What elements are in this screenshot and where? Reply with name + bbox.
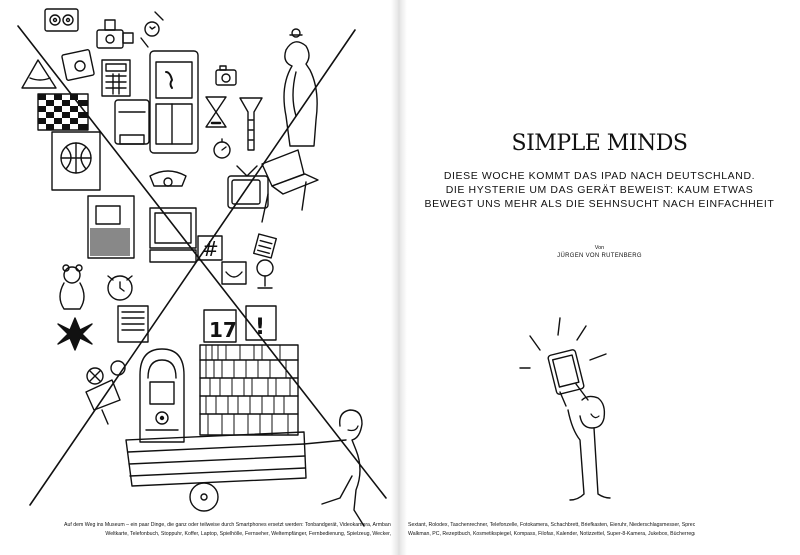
caption-right-line-1: Sextant, Rolodex, Taschenrechner, Telefo… — [408, 522, 695, 528]
calendar-icon: 17 — [203, 309, 237, 343]
phone-booth-icon — [149, 50, 199, 154]
jukebox-icon — [139, 348, 185, 443]
super-8-camera-icon — [85, 379, 121, 425]
subtitle-line-2: DIE HYSTERIE UM DAS GERÄT BEWEIST: KAUM … — [445, 184, 754, 196]
recipe-bowl-icon — [221, 261, 247, 285]
doctor-icon — [283, 28, 318, 147]
calendar-day: 17 — [209, 318, 237, 342]
camera-icon — [215, 65, 237, 86]
wristwatch-icon — [140, 11, 164, 48]
caption-right-line-2: Walkman, PC, Rezeptbuch, Kosmetikspiegel… — [408, 530, 695, 537]
caption-left-line-1: Auf dem Weg ins Museum – ein paar Dinge,… — [64, 522, 391, 528]
cart-icon — [125, 431, 307, 512]
hourglass-icon — [205, 96, 227, 128]
byline-prefix: Von — [594, 245, 605, 251]
stopwatch-icon — [213, 138, 231, 159]
mobile-keypad-icon — [253, 233, 277, 259]
caption-right: Sextant, Rolodex, Taschenrechner, Telefo… — [408, 521, 695, 538]
cosmetic-mirror-icon — [256, 259, 274, 289]
terminal-icon — [87, 195, 135, 259]
keypad-symbol: # — [202, 237, 219, 261]
alarm-clock-icon — [107, 275, 133, 301]
chessboard-icon — [37, 93, 89, 131]
right-page — [399, 0, 800, 555]
teddy-bear-icon — [59, 264, 85, 310]
notepad-icon: ! — [245, 305, 277, 341]
tv-icon — [227, 165, 269, 209]
walking-man-icon — [303, 409, 365, 527]
computer-icon — [149, 207, 197, 263]
article-title: SIMPLE MINDS — [511, 131, 688, 156]
subtitle-line-1: DIESE WOCHE KOMMT DAS IPAD NACH DEUTSCHL… — [443, 170, 756, 182]
laptop-icon — [261, 149, 319, 223]
globe-map-icon — [51, 131, 101, 191]
compass-rose-icon — [57, 317, 93, 351]
keypad-icon: # — [197, 235, 223, 261]
mailbox-icon — [114, 99, 150, 145]
left-page — [0, 0, 399, 555]
notepad-exclamation: ! — [255, 315, 265, 340]
radio-icon — [61, 49, 95, 81]
rain-gauge-icon — [239, 97, 263, 151]
filofax-icon — [117, 305, 149, 343]
caption-left-line-2: Weltkarte, Telefonbuch, Stoppuhr, Koffer… — [105, 530, 391, 537]
subtitle-line-3: BEWEGT UNS MEHR ALS DIE SEHNSUCHT NACH E… — [424, 198, 775, 210]
byline-author: JÜRGEN VON RUTENBERG — [557, 253, 642, 259]
telephone-icon — [149, 170, 187, 187]
man-with-tablet-icon — [519, 317, 611, 501]
video-camera-icon — [96, 19, 134, 49]
page-gutter — [391, 0, 407, 555]
sextant-icon — [21, 59, 57, 89]
tape-recorder-icon — [44, 8, 79, 32]
cross-out-lines — [17, 25, 387, 506]
calculator-icon — [101, 59, 131, 97]
article-subtitle: DIESE WOCHE KOMMT DAS IPAD NACH DEUTSCHL… — [399, 169, 800, 211]
caption-left: Auf dem Weg ins Museum – ein paar Dinge,… — [64, 521, 391, 538]
